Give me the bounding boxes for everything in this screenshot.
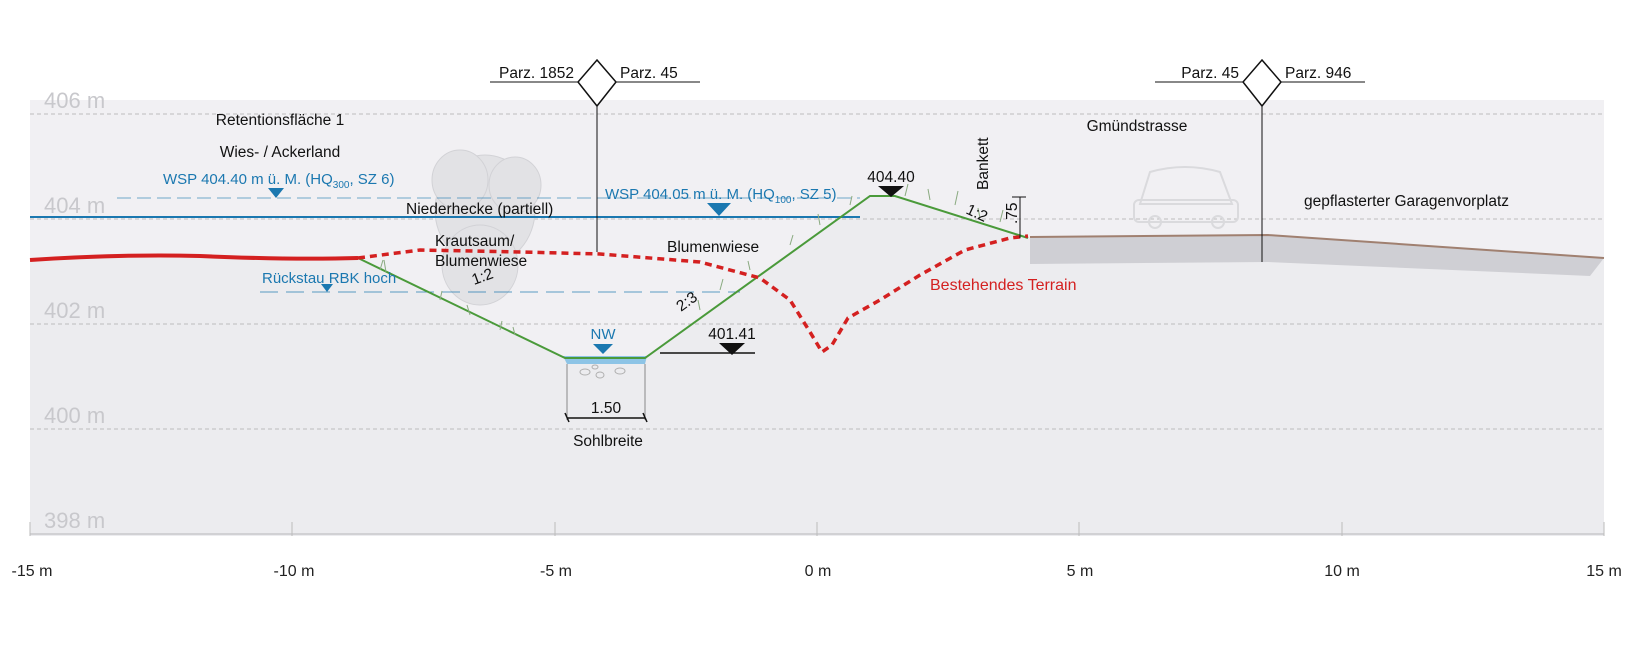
- retention-title: Retentionsfläche 1: [216, 112, 344, 129]
- terrain-label: Bestehendes Terrain: [930, 277, 1076, 294]
- elevation-label-398: 398 m: [44, 508, 105, 533]
- x-axis-ticks: [29, 522, 1605, 536]
- bankett-height-label: .75: [1004, 202, 1021, 224]
- hedge-label: Niederhecke (partiell): [406, 201, 553, 218]
- bankett-label: Bankett: [975, 137, 992, 190]
- hq100-water-line: [30, 216, 860, 218]
- krautsaum-label-1: Krautsaum/: [435, 233, 515, 250]
- bottom-elevation: 401.41: [708, 326, 755, 343]
- parcel-marker-right: Parz. 45 Parz. 946: [1155, 58, 1365, 262]
- elevation-grid: [30, 113, 1604, 430]
- crest-marker-icon: [878, 186, 904, 197]
- parcel-left-b: Parz. 45: [620, 65, 678, 82]
- x-label-10: 10 m: [1324, 563, 1360, 580]
- parcel-right-b: Parz. 946: [1285, 65, 1351, 82]
- paved-area: [1030, 235, 1604, 276]
- car-illustration: [1133, 166, 1239, 229]
- gravel-bed: [579, 364, 626, 379]
- existing-terrain-solid: [29, 253, 359, 262]
- hq300-label: WSP 404.40 m ü. M. (HQ300, SZ 6): [163, 171, 394, 191]
- elevation-label-404: 404 m: [44, 193, 105, 218]
- parcel-marker-left: Parz. 1852 Parz. 45: [490, 58, 700, 252]
- sohl-width-label: Sohlbreite: [573, 433, 643, 450]
- x-label-15: 15 m: [1586, 563, 1622, 580]
- sohl-width-value: 1.50: [591, 400, 622, 417]
- garage-label: gepflasterter Garagenvorplatz: [1304, 193, 1509, 210]
- crest-elevation: 404.40: [867, 169, 915, 186]
- bottom-marker-icon: [719, 343, 745, 355]
- retention-subtitle: Wies- / Ackerland: [220, 144, 341, 161]
- tree-illustration: [431, 149, 542, 306]
- parcel-right-a: Parz. 45: [1181, 65, 1239, 82]
- x-label-0: 0 m: [805, 563, 832, 580]
- road-label: Gmündstrasse: [1087, 118, 1188, 135]
- parcel-left-a: Parz. 1852: [499, 65, 574, 82]
- hq100-marker-icon: [707, 203, 731, 216]
- slope-left-label: 1:2: [470, 265, 496, 288]
- rueckstau-marker-icon: [321, 284, 333, 292]
- ground-fill: [30, 196, 1604, 536]
- krautsaum-label-2: Blumenwiese: [435, 253, 527, 270]
- nw-marker-icon: [593, 344, 613, 354]
- hq100-label: WSP 404.05 m ü. M. (HQ100, SZ 5): [605, 186, 836, 206]
- x-label-minus5: -5 m: [540, 563, 572, 580]
- x-label-minus10: -10 m: [274, 563, 315, 580]
- elevation-label-402: 402 m: [44, 298, 105, 323]
- elevation-label-400: 400 m: [44, 403, 105, 428]
- x-label-minus15: -15 m: [12, 563, 53, 580]
- nw-label: NW: [591, 326, 617, 343]
- rueckstau-label: Rückstau RBK hoch: [262, 270, 396, 287]
- road-surface-line: [1029, 233, 1605, 259]
- elevation-label-406: 406 m: [44, 88, 105, 113]
- hq300-marker-icon: [268, 188, 284, 198]
- grass-tufts: [379, 183, 1004, 336]
- x-label-5: 5 m: [1067, 563, 1094, 580]
- blumenwiese-label: Blumenwiese: [667, 239, 759, 256]
